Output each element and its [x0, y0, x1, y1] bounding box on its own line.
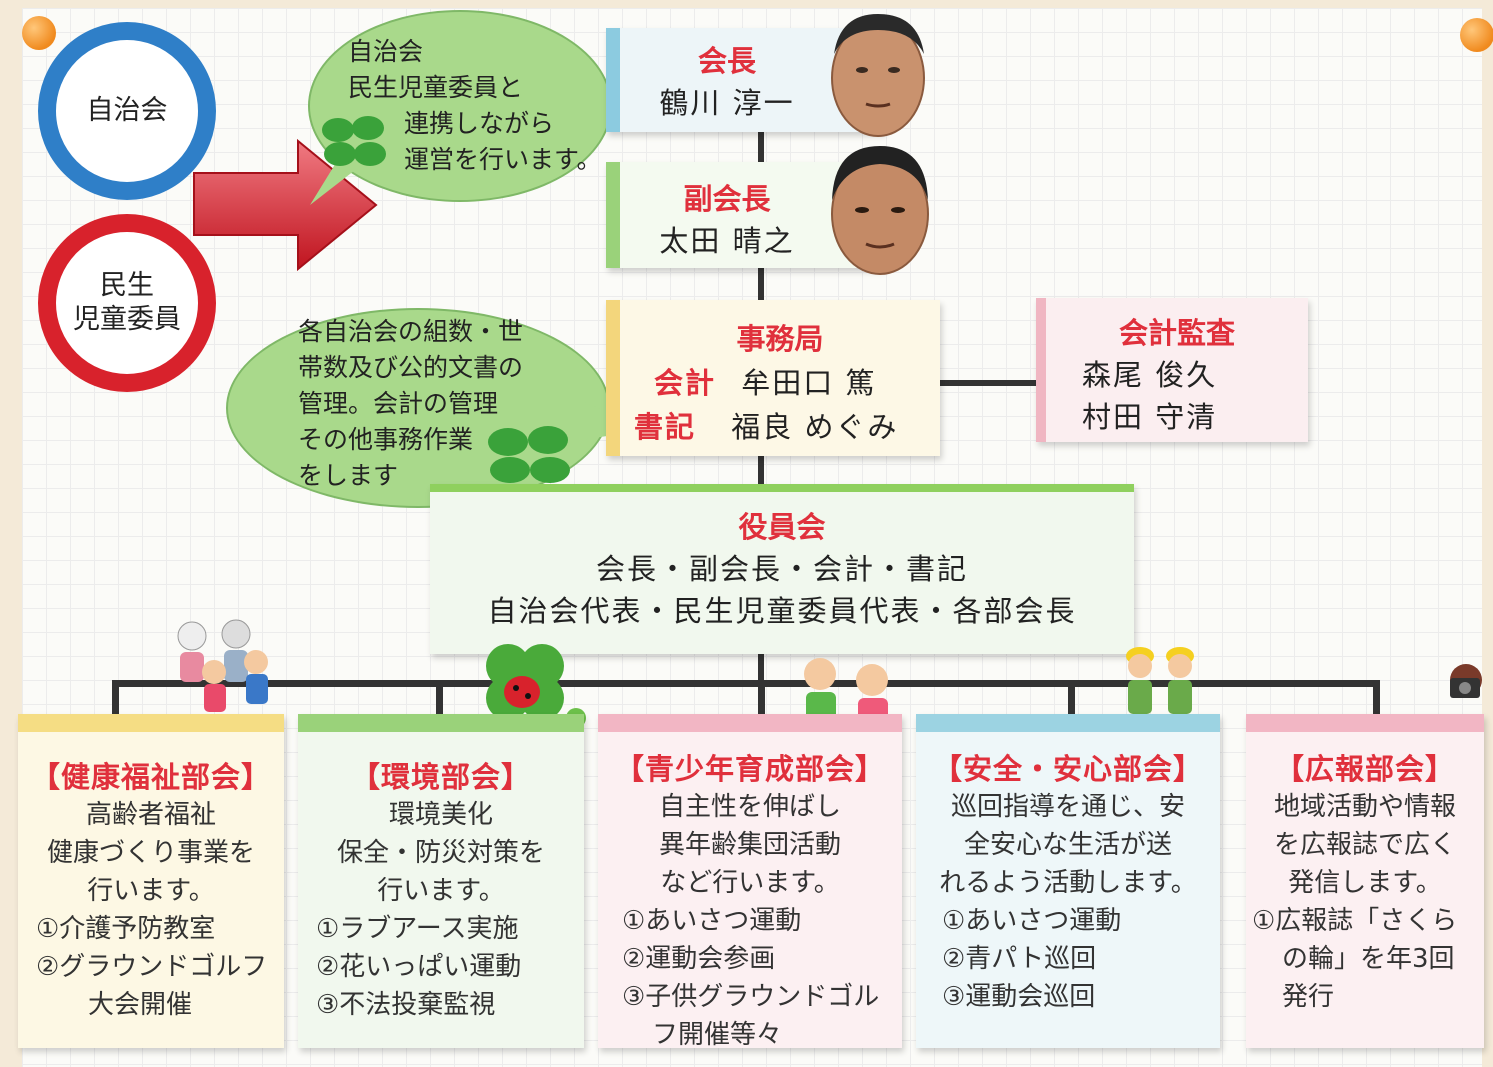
dept-list-item: ③子供グラウンドゴル — [622, 982, 880, 1012]
dept-card-safety: 【安全・安心部会】 巡回指導を通じ、安 全安心な生活が送 れるよう活動します。 … — [916, 714, 1220, 1048]
clover-icon — [488, 426, 570, 483]
dept-list-item: ①あいさつ運動 — [622, 906, 802, 936]
board-card: 役員会 会長・副会長・会計・書記 自治会代表・民生児童委員代表・各部会長 — [430, 484, 1134, 654]
connector-line — [758, 680, 765, 716]
connector-line — [1373, 680, 1380, 716]
bubble-top-line: 運営を行います。 — [404, 145, 602, 174]
bubble-middle-line: 各自治会の組数・世 — [298, 317, 524, 346]
board-title: 役員会 — [738, 510, 826, 544]
bubble-middle-line: 帯数及び公的文書の — [298, 353, 524, 382]
jichikai-label: 自治会 — [86, 95, 168, 127]
vice-president-portrait — [831, 146, 929, 275]
dept-list-item: 発行 — [1282, 982, 1335, 1012]
dept-title: 【健康福祉部会】 — [30, 760, 271, 794]
card-strip — [298, 714, 584, 732]
bubble-top-line: 連携しながら — [404, 109, 555, 138]
dept-list-item: ③不法投棄監視 — [316, 990, 496, 1020]
dept-list-item: ②運動会参画 — [622, 944, 776, 974]
dept-card-health-welfare: 【健康福祉部会】 高齢者福祉 健康づくり事業を 行います。 ①介護予防教室 ②グ… — [18, 714, 284, 1048]
dept-list-item: ①あいさつ運動 — [942, 906, 1122, 936]
board-line-1: 会長・副会長・会計・書記 — [595, 552, 968, 586]
connector-line — [926, 380, 1036, 386]
bubble-middle-line: 管理。会計の管理 — [298, 389, 499, 418]
dept-list-item: ②青パト巡回 — [942, 944, 1097, 974]
pushpin-icon — [1460, 18, 1493, 52]
dept-body-line: 高齢者福祉 — [85, 800, 216, 830]
bubble-middle-line: その他事務作業 — [298, 425, 474, 454]
dept-list-item: ②グラウンドゴルフ — [36, 952, 268, 982]
dept-body-line: など行います。 — [660, 868, 840, 898]
dept-card-public-relations: 【広報部会】 地域活動や情報 を広報誌で広く 発信します。 ①広報誌「さくら の… — [1246, 714, 1484, 1048]
dept-list-item: ①広報誌「さくら — [1252, 906, 1458, 936]
connector-line — [112, 680, 119, 716]
audit-card: 会計監査 森尾 俊久 村田 守清 — [1036, 298, 1308, 442]
dept-body-line: 地域活動や情報 — [1273, 792, 1456, 822]
president-role: 会長 — [697, 44, 756, 78]
connector-line — [1068, 680, 1075, 716]
dept-body-line: 環境美化 — [388, 800, 493, 830]
dept-body-line: 巡回指導を通じ、安 — [950, 792, 1185, 822]
connector-line — [758, 646, 764, 686]
dept-title: 【安全・安心部会】 — [932, 752, 1203, 786]
secretariat-title: 事務局 — [736, 322, 824, 356]
dept-list-item: ③運動会巡回 — [942, 982, 1096, 1012]
dept-body-line: れるよう活動します。 — [939, 868, 1197, 898]
bubble-top-line: 自治会 — [348, 37, 424, 66]
dept-card-environment: 【環境部会】 環境美化 保全・防災対策を 行います。 ①ラブアース実施 ②花いっ… — [298, 714, 584, 1048]
camera-person-illustration — [1450, 664, 1482, 698]
audit-name-2: 村田 守清 — [1082, 400, 1218, 434]
board-line-2: 自治会代表・民生児童委員代表・各部会長 — [487, 594, 1077, 628]
president-portrait — [831, 14, 925, 137]
elderly-and-child-illustration — [177, 619, 268, 712]
card-strip — [18, 714, 284, 732]
clerk-role: 書記 — [634, 410, 697, 444]
president-name: 鶴川 淳一 — [659, 86, 795, 120]
accountant-role: 会計 — [654, 366, 717, 400]
pushpin-icon — [22, 16, 56, 50]
dept-list-item: フ開催等々 — [652, 1020, 783, 1050]
dept-body-line: 保全・防災対策を — [336, 838, 545, 868]
connector-line — [758, 456, 764, 484]
patrol-children-illustration — [1126, 647, 1194, 714]
dept-list-item: ①介護予防教室 — [36, 914, 216, 944]
dept-body-line: 行います。 — [377, 876, 505, 906]
bubble-middle-text: 各自治会の組数・世 帯数及び公的文書の 管理。会計の管理 その他事務作業 をしま… — [298, 314, 523, 494]
accountant-name: 牟田口 篤 — [741, 366, 877, 400]
speech-bubble-top — [308, 10, 612, 202]
horizontal-branch-line — [112, 680, 1380, 687]
card-strip — [916, 714, 1220, 732]
card-strip — [1246, 714, 1484, 732]
dept-list-item: 大会開催 — [88, 990, 193, 1020]
dept-body-line: を広報誌で広く — [1273, 830, 1456, 860]
dept-card-youth: 【青少年育成部会】 自主性を伸ばし 異年齢集団活動 など行います。 ①あいさつ運… — [598, 714, 902, 1050]
card-strip — [598, 714, 902, 732]
connector-line — [758, 132, 764, 162]
bubble-top-line: 民生児童委員と — [348, 73, 524, 102]
clover-icon — [322, 116, 386, 166]
vice-president-role: 副会長 — [683, 182, 771, 216]
audit-name-1: 森尾 俊久 — [1082, 358, 1218, 392]
dept-body-line: 異年齢集団活動 — [658, 830, 841, 860]
secretariat-card: 事務局 会計 牟田口 篤 書記 福良 めぐみ — [606, 300, 940, 456]
dept-body-line: 健康づくり事業を — [46, 838, 255, 868]
dept-body-line: 自主性を伸ばし — [658, 792, 841, 822]
connector-line — [436, 680, 443, 716]
connector-line — [758, 268, 764, 300]
dept-title: 【環境部会】 — [350, 760, 531, 794]
bubble-top-text: 自治会 民生児童委員と 連携しながら 運営を行います。 — [348, 34, 602, 178]
minsei-label-1: 民生 — [100, 270, 154, 302]
dept-body-line: 発信します。 — [1288, 868, 1442, 898]
audit-title: 会計監査 — [1118, 316, 1235, 350]
minsei-label-2: 児童委員 — [73, 304, 181, 335]
clerk-name: 福良 めぐみ — [731, 410, 899, 444]
dept-body-line: 全安心な生活が送 — [963, 830, 1172, 860]
vice-president-name: 太田 晴之 — [659, 224, 795, 258]
bubble-middle-line: をします — [298, 461, 399, 490]
dept-list-item: ②花いっぱい運動 — [316, 952, 522, 982]
dept-title: 【広報部会】 — [1274, 752, 1455, 786]
dept-list-item: の輪」を年3回 — [1282, 944, 1455, 974]
dept-title: 【青少年育成部会】 — [614, 752, 885, 786]
dept-list-item: ①ラブアース実施 — [316, 914, 519, 944]
dept-body-line: 行います。 — [87, 876, 215, 906]
